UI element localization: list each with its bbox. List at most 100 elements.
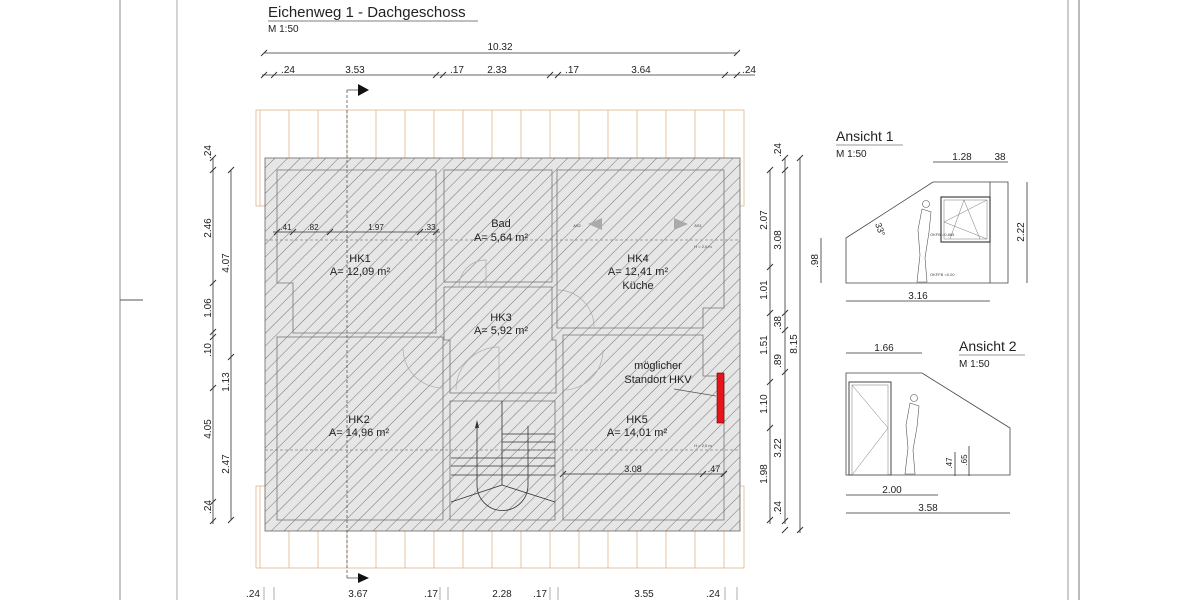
svg-text:3.08: 3.08: [624, 464, 642, 474]
room-hk3[interactable]: [443, 286, 557, 394]
svg-text:33°: 33°: [873, 221, 887, 238]
svg-text:1.51: 1.51: [759, 335, 770, 355]
svg-text:2.46: 2.46: [203, 218, 214, 238]
svg-text:3.55: 3.55: [634, 589, 654, 600]
svg-text:3.16: 3.16: [908, 291, 928, 302]
room-hk1[interactable]: [276, 169, 437, 334]
svg-text:.24: .24: [281, 65, 295, 76]
view-arrow-as2-icon: [588, 218, 602, 230]
svg-text:.24: .24: [203, 145, 214, 159]
svg-text:38: 38: [994, 152, 1006, 163]
ansicht1-scale: M 1:50: [836, 149, 867, 160]
svg-text:3.64: 3.64: [631, 65, 651, 76]
dimension-top: 10.32 .24 3.53 .17 2.33 .17 3.64 .24: [260, 42, 756, 79]
ansicht2-scale: M 1:50: [959, 359, 990, 370]
svg-text:2.07: 2.07: [759, 210, 770, 230]
svg-text:1.98: 1.98: [759, 464, 770, 484]
svg-text:.17: .17: [424, 589, 438, 600]
svg-text:1.28: 1.28: [952, 152, 972, 163]
svg-text:8.15: 8.15: [789, 334, 800, 354]
room-hk2-area: A= 14,96 m²: [329, 427, 390, 439]
hkv-leader-line: [673, 388, 717, 397]
dimension-left: .24 2.46 1.06 .10 1.13 2.47 .24 4.07 4.0…: [203, 145, 235, 525]
hkv-note-line2: Standort HKV: [624, 374, 692, 386]
door-swings: [402, 259, 604, 391]
svg-text:.33: .33: [424, 223, 436, 232]
section-arrow-top-icon: [358, 84, 369, 96]
svg-text:.89: .89: [773, 354, 784, 368]
view-mark-as1: AS1: [694, 223, 702, 228]
svg-text:3.22: 3.22: [773, 438, 784, 458]
plan-scale: M 1:50: [268, 24, 299, 35]
person-figure-icon: [904, 394, 920, 475]
room-hk2-name: HK2: [348, 414, 369, 426]
svg-text:3.08: 3.08: [773, 230, 784, 250]
svg-text:10.32: 10.32: [487, 42, 512, 53]
svg-text:1.06: 1.06: [203, 298, 214, 318]
svg-text:.82: .82: [307, 223, 319, 232]
svg-text:1.97: 1.97: [368, 223, 384, 232]
plan-title: Eichenweg 1 - Dachgeschoss: [268, 4, 466, 21]
svg-text:OKFFB =0.00: OKFFB =0.00: [930, 272, 955, 277]
person-figure-icon: [916, 200, 932, 283]
room-hk3-area: A= 5,92 m²: [474, 325, 528, 337]
svg-text:.10: .10: [203, 343, 214, 357]
room-hk4-use: Küche: [622, 280, 653, 292]
ansicht1-title: Ansicht 1: [836, 128, 894, 144]
svg-text:2.47: 2.47: [221, 454, 232, 474]
svg-text:.24: .24: [203, 500, 214, 514]
svg-text:3.67: 3.67: [348, 589, 368, 600]
svg-text:1.13: 1.13: [221, 372, 232, 392]
hkv-note-line1: möglicher: [634, 360, 682, 372]
svg-text:.47: .47: [708, 464, 721, 474]
svg-text:2.22: 2.22: [1016, 222, 1027, 242]
elevation-view-1: Ansicht 1 M 1:50 OKFB =0.885 OKFFB =0.00…: [810, 128, 1028, 302]
height-mark-hk4: H = 2,0 m: [694, 244, 712, 249]
svg-text:1.10: 1.10: [759, 394, 770, 414]
svg-text:OKFB =0.885: OKFB =0.885: [930, 232, 955, 237]
room-hk5-area: A= 14,01 m²: [607, 427, 668, 439]
room-hk4-area: A= 12,41 m²: [608, 266, 669, 278]
svg-text:1.01: 1.01: [759, 280, 770, 300]
svg-text:.38: .38: [773, 316, 784, 330]
svg-text:4.05: 4.05: [203, 419, 214, 439]
svg-text:.24: .24: [773, 501, 784, 515]
room-bad[interactable]: [443, 169, 553, 283]
svg-text:.41: .41: [280, 223, 292, 232]
room-hk2[interactable]: [276, 336, 444, 521]
room-hk4-name: HK4: [627, 253, 648, 265]
stair-direction-arrow-icon: [475, 420, 479, 428]
svg-text:2.00: 2.00: [882, 485, 902, 496]
room-hk1-name: HK1: [349, 253, 370, 265]
room-bad-name: Bad: [491, 218, 511, 230]
svg-text:.47: .47: [945, 457, 954, 469]
room-bad-area: A= 5,64 m²: [474, 232, 528, 244]
staircase: [449, 400, 556, 521]
hkv-location-marker: [716, 372, 725, 424]
svg-text:3.58: 3.58: [918, 503, 938, 514]
svg-text:.24: .24: [706, 589, 720, 600]
svg-text:.65: .65: [960, 454, 969, 466]
svg-text:.24: .24: [742, 65, 756, 76]
svg-text:.17: .17: [533, 589, 547, 600]
dimension-bottom: .24 3.67 .17 2.28 .17 3.55 .24: [246, 587, 738, 600]
svg-text:.24: .24: [246, 589, 260, 600]
view-arrow-as1-icon: [674, 218, 688, 230]
view-mark-as2: AS2: [573, 223, 581, 228]
svg-text:.17: .17: [450, 65, 464, 76]
svg-text:1.66: 1.66: [874, 343, 894, 354]
section-arrow-bottom-icon: [358, 573, 369, 583]
room-hk5-name: HK5: [626, 414, 647, 426]
svg-text:2.33: 2.33: [487, 65, 507, 76]
height-mark-hk5: H = 2,0 m: [694, 443, 712, 448]
svg-text:.98: .98: [810, 254, 821, 268]
svg-text:2.28: 2.28: [492, 589, 512, 600]
dimension-hk1: .41 .82 1.97 .33: [273, 223, 440, 236]
ansicht2-title: Ansicht 2: [959, 338, 1017, 354]
room-hk1-area: A= 12,09 m²: [330, 266, 391, 278]
dimension-hk5: 3.08 .47: [559, 464, 728, 478]
elevation-view-2: Ansicht 2 M 1:50 1.66 2.00 3.58 .47 .65: [845, 338, 1025, 514]
room-hk4[interactable]: [556, 169, 725, 329]
svg-text:.17: .17: [565, 65, 579, 76]
